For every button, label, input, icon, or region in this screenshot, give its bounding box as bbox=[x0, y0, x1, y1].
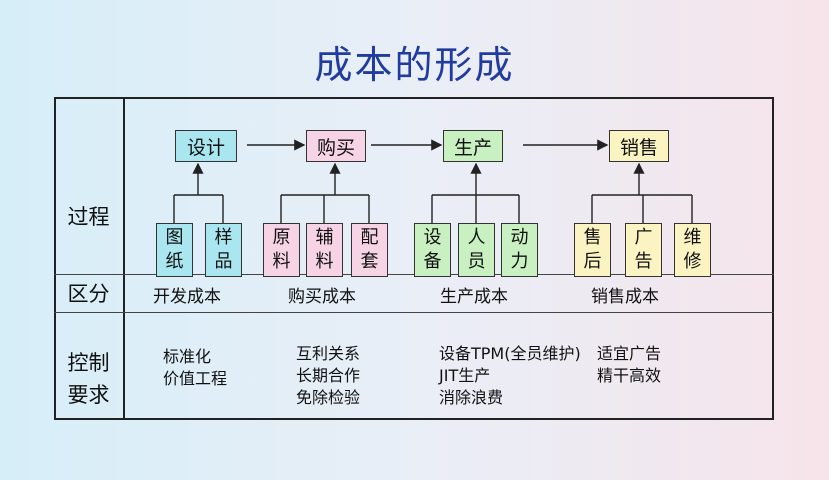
row-label-control-2: 要求 bbox=[67, 383, 110, 407]
sub-equipment: 设备 bbox=[414, 223, 451, 277]
stage-production: 生产 bbox=[443, 130, 503, 162]
cost-purchase: 购买成本 bbox=[288, 287, 356, 307]
stage-purchase: 购买 bbox=[306, 130, 366, 162]
sub-raw-material: 原料 bbox=[263, 223, 300, 277]
control-sales: 适宜广告 精干高效 bbox=[597, 344, 662, 385]
sub-drawing: 图纸 bbox=[156, 223, 193, 277]
sub-after-sales: 售后 bbox=[574, 223, 611, 277]
sub-components: 配套 bbox=[351, 223, 388, 277]
control-design: 标准化 价值工程 bbox=[163, 347, 228, 388]
sub-maintenance: 维修 bbox=[674, 223, 711, 277]
row-label-process: 过程 bbox=[67, 205, 110, 229]
control-production: 设备TPM(全员维护) JIT生产 消除浪费 bbox=[439, 344, 581, 407]
sub-personnel: 人员 bbox=[458, 223, 495, 277]
sub-auxiliary-material: 辅料 bbox=[306, 223, 343, 277]
stage-design: 设计 bbox=[175, 130, 237, 162]
cost-production: 生产成本 bbox=[440, 287, 508, 307]
cost-sales: 销售成本 bbox=[591, 287, 659, 307]
label-column-divider bbox=[123, 97, 125, 420]
page-title: 成本的形成 bbox=[314, 43, 515, 87]
sub-advertising: 广告 bbox=[625, 223, 662, 277]
sub-sample: 样品 bbox=[205, 223, 242, 277]
control-purchase: 互利关系 长期合作 免除检验 bbox=[296, 344, 361, 407]
stage-sales: 销售 bbox=[609, 130, 669, 162]
row-label-control-1: 控制 bbox=[67, 351, 110, 375]
cost-development: 开发成本 bbox=[153, 287, 221, 307]
diagram-frame bbox=[54, 97, 774, 420]
sub-power: 动力 bbox=[501, 223, 538, 277]
row-label-category: 区分 bbox=[67, 282, 110, 306]
divider-category-control bbox=[54, 312, 774, 313]
